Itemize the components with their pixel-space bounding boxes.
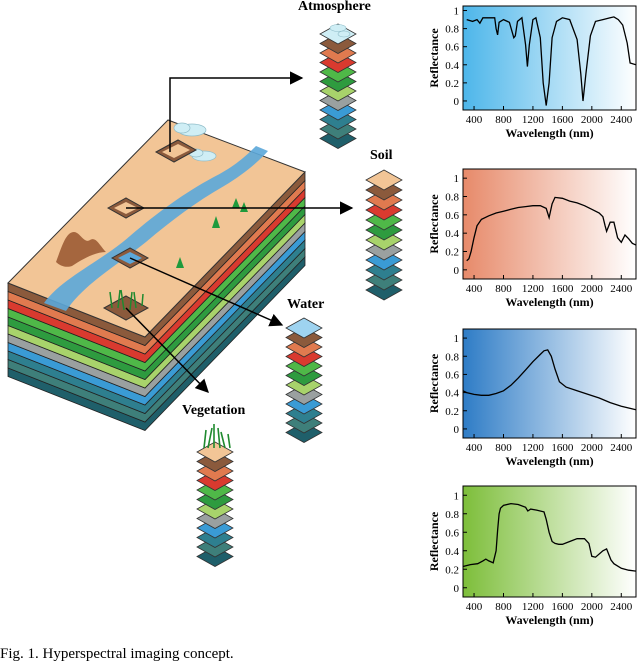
x-tick-label: 400 (466, 283, 483, 295)
atmosphere-sample-inner (162, 144, 190, 158)
spectrum-line (462, 502, 637, 572)
figure-caption: Fig. 1. Hyperspectral imaging concept. (0, 646, 234, 662)
x-tick-label: 400 (466, 601, 483, 613)
x-tick-label: 1600 (551, 283, 574, 295)
y-tick-label: 0 (454, 424, 460, 436)
atmosphere-stack-top-cloud (329, 24, 351, 38)
x-tick-label: 1200 (522, 283, 545, 295)
y-tick-label: 1 (454, 490, 460, 502)
x-tick-label: 800 (495, 283, 512, 295)
x-axis-label: Wavelength (nm) (505, 126, 593, 140)
y-tick-label: 0.8 (445, 509, 459, 521)
x-tick-label: 1200 (522, 601, 545, 613)
y-tick-label: 0.4 (445, 546, 459, 558)
plot-area (463, 6, 636, 110)
river (44, 146, 268, 311)
y-tick-label: 0.6 (445, 42, 459, 54)
y-tick-label: 0.4 (445, 388, 459, 400)
vegetation-arrow (125, 307, 209, 393)
y-tick-label: 1 (454, 333, 460, 345)
plot-frame (462, 328, 637, 439)
y-tick-label: 0.2 (445, 564, 459, 576)
y-axis-label: Reflectance (427, 28, 441, 88)
y-axis-label: Reflectance (427, 511, 441, 571)
vegetation-spectrum-chart: 0 0.2 0.4 0.6 0.8 1 400 800 1200 1600 2000 2400Wave… (427, 485, 637, 627)
x-tick-label: 2400 (610, 601, 633, 613)
x-axis-label: Wavelength (nm) (505, 454, 593, 468)
x-tick-label: 2400 (610, 283, 633, 295)
plot-frame (462, 5, 637, 111)
stack-top-layer (365, 169, 403, 191)
y-tick-label: 1 (454, 173, 460, 185)
y-tick-label: 0.8 (445, 351, 459, 363)
atmosphere-label: Atmosphere (298, 0, 371, 14)
water-label: Water (287, 297, 324, 312)
x-tick-label: 800 (495, 114, 512, 126)
plot-area (463, 329, 636, 438)
vegetation-layer-stack (196, 441, 234, 567)
y-axis-label: Reflectance (427, 353, 441, 413)
plot-frame (462, 168, 637, 280)
y-tick-label: 0 (454, 96, 460, 108)
y-tick-label: 0.2 (445, 406, 459, 418)
x-tick-label: 400 (466, 442, 483, 454)
water-spectrum-chart: 0 0.2 0.4 0.6 0.8 1 400 800 1200 1600 2000 2400Wave… (427, 328, 637, 468)
y-tick-label: 0.8 (445, 192, 459, 204)
x-tick-label: 800 (495, 601, 512, 613)
x-tick-label: 2000 (581, 114, 604, 126)
atmosphere-arrow (169, 71, 304, 152)
soil-spectrum-chart: 0 0.2 0.4 0.6 0.8 1 400 800 1200 1600 2000 2400Wave… (427, 168, 637, 309)
atmosphere-spectrum-chart: 0 0.2 0.4 0.6 0.8 1 400 800 1200 1600 2000 2400Wave… (427, 5, 637, 140)
stack-top-layer (285, 317, 323, 339)
plot-area (463, 169, 636, 279)
y-tick-label: 0.2 (445, 247, 459, 259)
y-tick-label: 0.4 (445, 228, 459, 240)
x-tick-label: 2000 (581, 442, 604, 454)
x-tick-label: 2400 (610, 442, 633, 454)
spectrum-line (466, 196, 637, 262)
soil-layer-stack (365, 169, 403, 301)
y-tick-label: 0.2 (445, 78, 459, 90)
grass-icon (109, 289, 144, 311)
arrows (125, 71, 354, 393)
water-arrow (129, 257, 284, 327)
y-tick-label: 0.6 (445, 210, 459, 222)
mountain-icon (56, 232, 106, 267)
x-tick-label: 2000 (581, 283, 604, 295)
atmosphere-layer-stack (319, 23, 357, 149)
y-tick-label: 0.6 (445, 369, 459, 381)
x-tick-label: 1200 (522, 114, 545, 126)
y-tick-label: 0.4 (445, 60, 459, 72)
spectrum-line (462, 349, 637, 411)
y-tick-label: 0 (454, 265, 460, 277)
x-tick-label: 1600 (551, 442, 574, 454)
y-tick-label: 0 (454, 583, 460, 595)
tree-icon (176, 198, 248, 268)
terrain-block (7, 119, 306, 431)
plot-area (463, 486, 636, 597)
y-tick-label: 0.6 (445, 527, 459, 539)
x-tick-label: 2400 (610, 114, 633, 126)
water-layer-stack (285, 317, 323, 443)
spectrum-line (466, 16, 637, 106)
plot-frame (462, 485, 637, 598)
x-tick-label: 1600 (551, 114, 574, 126)
x-tick-label: 800 (495, 442, 512, 454)
y-tick-label: 0.8 (445, 24, 459, 36)
soil-label: Soil (370, 148, 393, 163)
y-axis-label: Reflectance (427, 194, 441, 254)
x-tick-label: 1600 (551, 601, 574, 613)
x-axis-label: Wavelength (nm) (505, 613, 593, 627)
x-tick-label: 2000 (581, 601, 604, 613)
vegetation-stack-top-grass (203, 424, 231, 449)
x-tick-label: 1200 (522, 442, 545, 454)
x-axis-label: Wavelength (nm) (505, 295, 593, 309)
x-tick-label: 400 (466, 114, 483, 126)
vegetation-label: Vegetation (182, 403, 245, 418)
y-tick-label: 1 (454, 6, 460, 18)
